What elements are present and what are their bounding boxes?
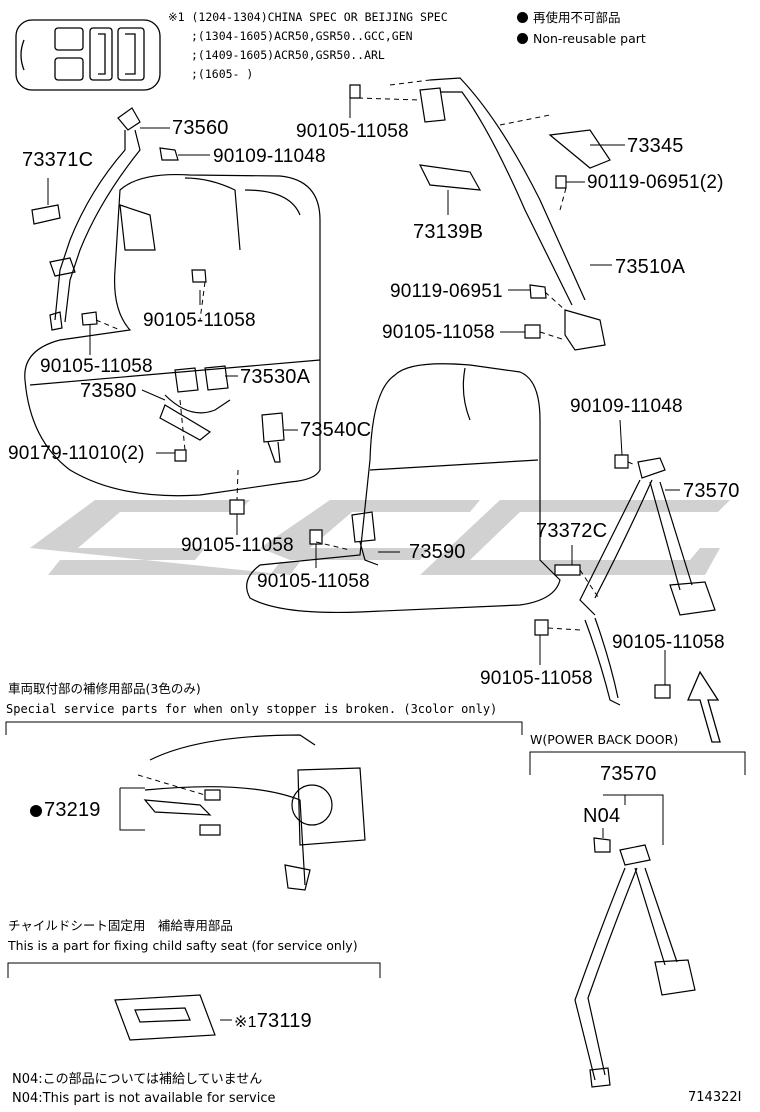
label-90105-11058-c[interactable]: 90105-11058 bbox=[143, 310, 256, 331]
label-90119-06951-2[interactable]: 90119-06951(2) bbox=[587, 172, 724, 193]
legend-non-reusable-en: Non-reusable part bbox=[517, 32, 646, 46]
spec-note-line3: ;(1409-1605)ACR50,GSR50..ARL bbox=[191, 48, 385, 62]
child-section-title-en: This is a part for fixing child safty se… bbox=[8, 938, 358, 953]
label-73139B[interactable]: 73139B bbox=[413, 221, 484, 243]
label-73580[interactable]: 73580 bbox=[80, 380, 137, 402]
label-73345[interactable]: 73345 bbox=[627, 135, 684, 157]
label-90119-06951[interactable]: 90119-06951 bbox=[390, 281, 503, 302]
label-73219[interactable]: 73219 bbox=[30, 800, 101, 820]
label-90105-11058-a[interactable]: 90105-11058 bbox=[296, 121, 409, 142]
label-73510A[interactable]: 73510A bbox=[615, 256, 686, 278]
power-back-door-title: W(POWER BACK DOOR) bbox=[530, 732, 679, 747]
part-73119 bbox=[114, 994, 216, 1041]
arrow-icon bbox=[687, 670, 721, 743]
label-90105-11058-e[interactable]: 90105-11058 bbox=[181, 535, 294, 556]
section-brackets bbox=[5, 721, 746, 978]
belt-73510A bbox=[418, 77, 611, 351]
dashed-guides bbox=[95, 79, 636, 796]
non-reusable-dot-icon bbox=[30, 805, 42, 817]
spec-note-line4: ;(1605- ) bbox=[191, 67, 254, 81]
non-reusable-dot-icon bbox=[517, 33, 528, 44]
rear-seat-outline bbox=[24, 173, 321, 497]
spec-note-line2: ;(1304-1605)ACR50,GSR50..GCC,GEN bbox=[191, 29, 413, 43]
label-73372C[interactable]: 73372C bbox=[536, 520, 608, 542]
leader-lines bbox=[47, 98, 680, 1021]
label-90105-11058-g[interactable]: 90105-11058 bbox=[612, 632, 725, 653]
spec-note-line1: ※1 (1204-1304)CHINA SPEC OR BEIJING SPEC bbox=[168, 10, 448, 24]
label-90109-11048-a[interactable]: 90109-11048 bbox=[213, 146, 326, 167]
buckle-73590 bbox=[351, 511, 379, 566]
belt-73570 bbox=[579, 457, 716, 706]
label-90179-11010-2[interactable]: 90179-11010(2) bbox=[8, 443, 145, 464]
label-73119[interactable]: ※173119 bbox=[234, 1010, 312, 1032]
part-73219 bbox=[143, 734, 366, 891]
label-90105-11058-b[interactable]: 90105-11058 bbox=[382, 322, 495, 343]
non-reusable-dot-icon bbox=[517, 12, 528, 23]
label-90109-11048-b[interactable]: 90109-11048 bbox=[570, 396, 683, 417]
label-73371C[interactable]: 73371C bbox=[22, 149, 94, 171]
footer-n04-en: N04:This part is not available for servi… bbox=[12, 1091, 276, 1106]
label-73570-a[interactable]: 73570 bbox=[683, 480, 740, 502]
label-N04[interactable]: N04 bbox=[583, 805, 621, 827]
label-90105-11058-h[interactable]: 90105-11058 bbox=[480, 668, 593, 689]
rear-right-seat-outline bbox=[246, 363, 561, 614]
buckles-73530A-73580 bbox=[159, 365, 285, 463]
stopper-section-title-jp: 車両取付部の補修用部品(3色のみ) bbox=[8, 681, 201, 696]
watermark-logo bbox=[30, 500, 730, 575]
vehicle-locator-icon bbox=[15, 19, 161, 91]
label-73560[interactable]: 73560 bbox=[172, 117, 229, 139]
child-section-title-jp: チャイルドシート固定用 補給専用部品 bbox=[8, 918, 233, 933]
label-73570-b[interactable]: 73570 bbox=[600, 763, 657, 785]
part-73371C bbox=[31, 204, 61, 225]
belt-73560 bbox=[49, 107, 156, 331]
spec-mark: ※1 bbox=[234, 1014, 257, 1031]
legend-non-reusable-jp: 再使用不可部品 bbox=[517, 11, 621, 25]
stopper-section-title-en: Special service parts for when only stop… bbox=[6, 702, 498, 716]
label-73540C[interactable]: 73540C bbox=[300, 419, 372, 441]
belt-73570-pbd bbox=[574, 844, 696, 1088]
bolts bbox=[81, 84, 671, 853]
label-90105-11058-f[interactable]: 90105-11058 bbox=[257, 571, 370, 592]
footer-n04-jp: N04:この部品については補給していません bbox=[12, 1072, 263, 1087]
label-90105-11058-d[interactable]: 90105-11058 bbox=[40, 356, 153, 377]
diagram-id: 714322I bbox=[688, 1090, 742, 1105]
label-73530A[interactable]: 73530A bbox=[240, 366, 311, 388]
label-73590[interactable]: 73590 bbox=[409, 541, 466, 563]
